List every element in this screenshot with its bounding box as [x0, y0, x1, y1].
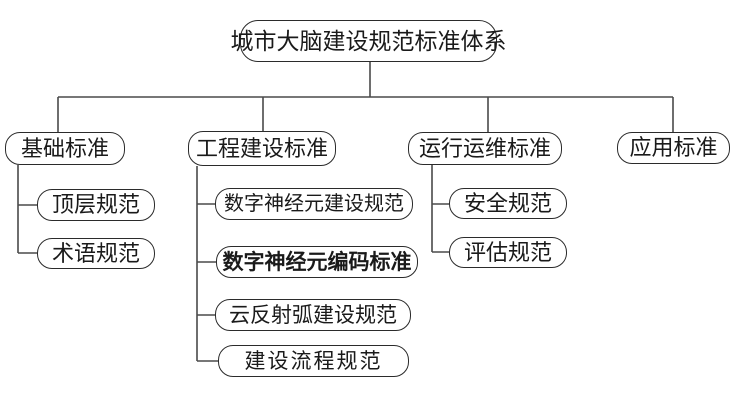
- node-construction-process-spec: 建设流程规范: [218, 345, 409, 377]
- node-root: 城市大脑建设规范标准体系: [231, 20, 507, 62]
- node-operation-maintenance-standards: 运行运维标准: [408, 132, 562, 165]
- node-engineering-construction-standards: 工程建设标准: [188, 131, 336, 166]
- node-application-standards: 应用标准: [617, 132, 730, 164]
- node-cloud-reflex-arc-construction-spec: 云反射弧建设规范: [215, 299, 411, 331]
- node-evaluation-spec: 评估规范: [449, 237, 567, 268]
- node-digital-neuron-coding-standard: 数字神经元编码标准: [216, 246, 418, 278]
- node-top-level-spec: 顶层规范: [37, 189, 155, 221]
- node-terminology-spec: 术语规范: [37, 238, 155, 269]
- node-basic-standards: 基础标准: [5, 132, 125, 165]
- node-digital-neuron-construction-spec: 数字神经元建设规范: [215, 188, 413, 220]
- node-security-spec: 安全规范: [449, 188, 567, 219]
